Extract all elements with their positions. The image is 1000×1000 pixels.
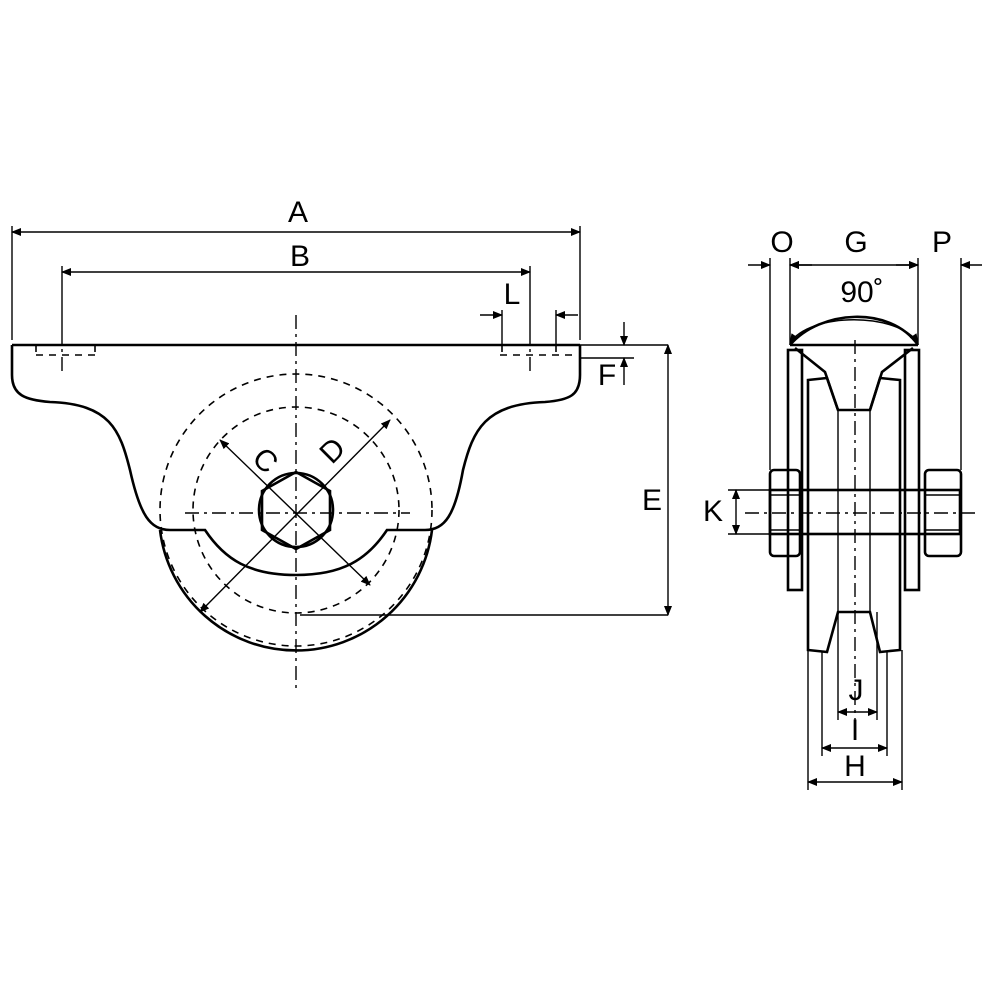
label-K: K xyxy=(703,495,723,528)
label-A: A xyxy=(288,196,308,229)
side-plate-crown xyxy=(789,315,920,346)
label-C: C xyxy=(246,441,284,480)
side-view xyxy=(745,315,980,720)
side-axle xyxy=(768,488,962,536)
side-bracket-right-leg xyxy=(903,348,921,592)
label-J: J xyxy=(849,674,864,707)
side-wheel-outline xyxy=(806,376,902,654)
label-H: H xyxy=(844,750,866,783)
label-O: O xyxy=(770,226,793,259)
label-P: P xyxy=(932,226,952,259)
label-L: L xyxy=(504,278,521,311)
label-G: G xyxy=(844,226,867,259)
label-F: F xyxy=(598,359,616,392)
front-view xyxy=(10,315,668,690)
label-angle: 90˚ xyxy=(840,276,883,309)
label-B: B xyxy=(290,240,310,273)
label-I: I xyxy=(851,714,859,747)
front-dimensions xyxy=(11,226,672,616)
label-E: E xyxy=(642,484,662,517)
side-dimensions xyxy=(728,258,982,790)
